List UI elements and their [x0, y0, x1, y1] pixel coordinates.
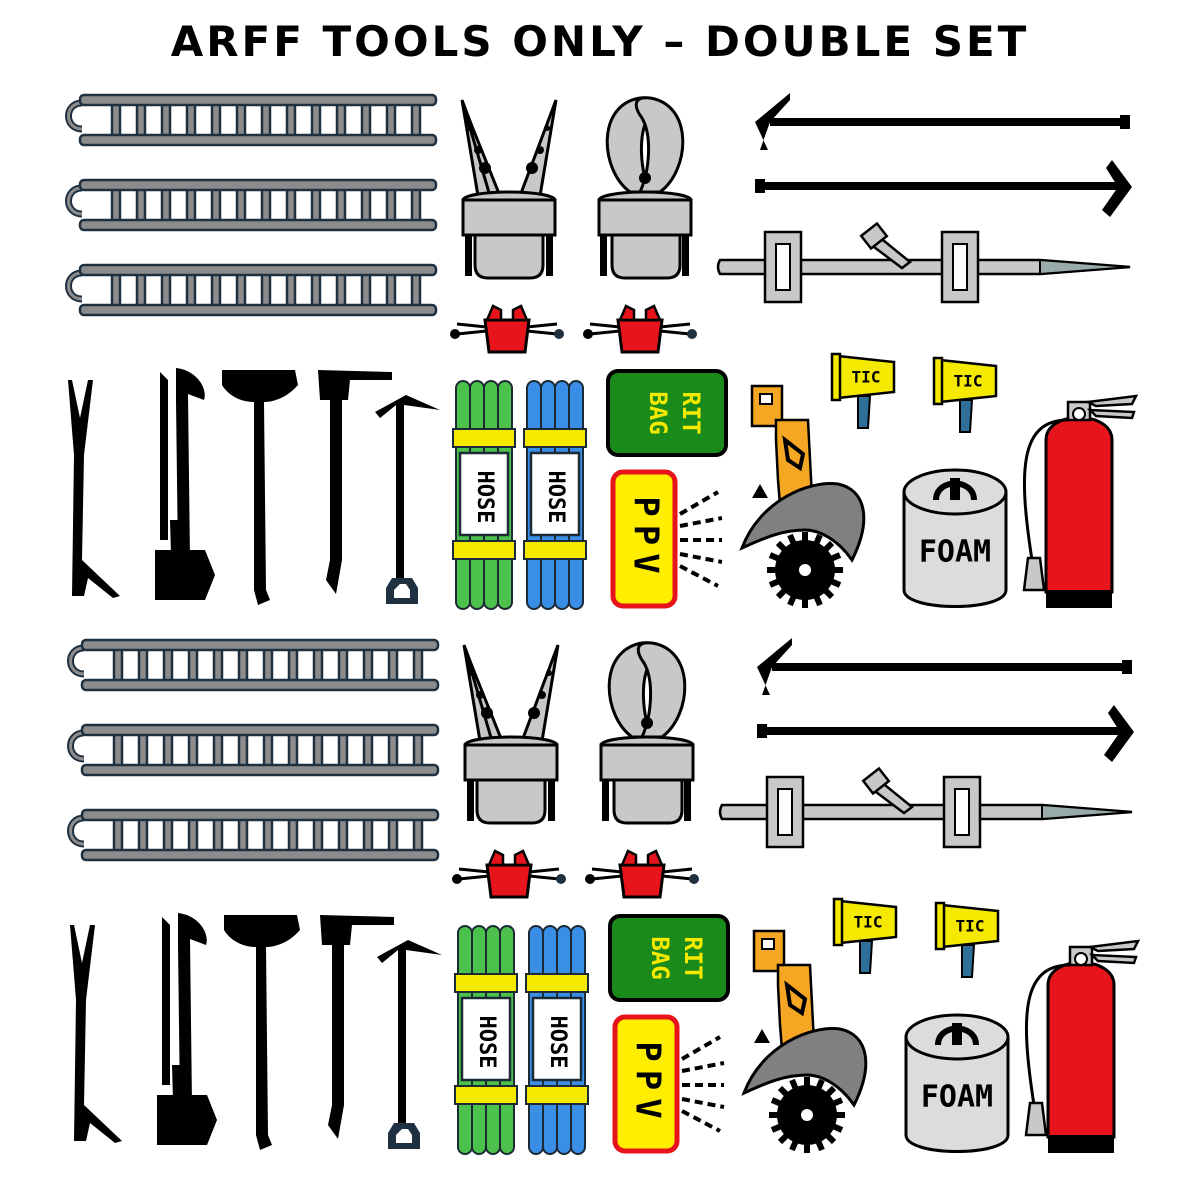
piercing-nozzle-icon	[716, 222, 1132, 304]
hydraulic-cutter-icon	[597, 96, 693, 280]
rit-bag-icon	[606, 369, 728, 457]
fire-extinguisher-icon	[1024, 939, 1140, 1155]
pike-pole-icon	[757, 638, 1132, 695]
hose-green: HOSE	[451, 379, 517, 611]
hose-label: HOSE	[545, 1016, 570, 1069]
tic-label: TIC	[954, 372, 983, 391]
hydraulic-cutter-icon	[599, 641, 695, 825]
hose-label: HOSE	[474, 1016, 499, 1069]
hose-blue: HOSE	[524, 924, 590, 1156]
tic-camera: TIC	[830, 352, 896, 430]
d-handle-icon	[388, 1123, 420, 1149]
ladder-icon	[69, 265, 437, 315]
thermal-camera-icon	[934, 901, 1000, 979]
ppv-label: PPV	[626, 496, 666, 581]
fire-extinguisher-icon	[1022, 394, 1138, 610]
thermal-camera-icon	[832, 897, 898, 975]
tic-label: TIC	[854, 913, 883, 932]
ppv-label: PPV	[628, 1041, 668, 1126]
hose-green: HOSE	[453, 924, 519, 1156]
rit-label-line2: BAG	[646, 936, 674, 979]
lifting-block-icon	[581, 304, 699, 354]
ladders	[69, 95, 437, 315]
rit-bag: RIT BAG	[608, 914, 730, 1002]
tic-camera: TIC	[934, 901, 1000, 979]
lifting-block-icon	[583, 849, 701, 899]
rit-label-line2: BAG	[644, 391, 672, 434]
ladder-icon	[69, 95, 437, 145]
rit-label-line1: RIT	[679, 936, 707, 979]
pike-pole-icon	[755, 160, 1132, 217]
hose-label: HOSE	[472, 471, 497, 524]
tool-set-1: HOSE HOSE RIT BAG PPV TIC	[68, 93, 1138, 611]
thermal-camera-icon	[932, 356, 998, 434]
foam-can: FOAM	[904, 470, 1006, 607]
rit-bag-icon	[608, 914, 730, 1002]
ladder-icon	[69, 180, 437, 230]
page-title: ARFF TOOLS ONLY – DOUBLE SET	[170, 17, 1030, 66]
pike-pole-icon	[755, 93, 1130, 150]
ppv-fan: PPV	[612, 1014, 725, 1154]
ladder-icon	[71, 640, 439, 690]
ladders	[71, 640, 439, 860]
hose-label: HOSE	[543, 471, 568, 524]
ppv-fan-icon	[612, 1014, 680, 1154]
tool-set-2: HOSE HOSE RIT BAG PPV TIC	[70, 638, 1140, 1156]
hydraulic-spreader-icon	[462, 643, 560, 825]
ladder-icon	[71, 725, 439, 775]
tic-camera: TIC	[932, 356, 998, 434]
tic-label: TIC	[852, 368, 881, 387]
lifting-block-icon	[448, 304, 566, 354]
ppv-fan-icon	[610, 469, 678, 609]
foam-label: FOAM	[921, 1080, 993, 1115]
tic-label: TIC	[956, 917, 985, 936]
rescue-saw-icon	[742, 386, 864, 608]
airflow-icon	[678, 490, 723, 588]
rit-label-line1: RIT	[677, 391, 705, 434]
hand-tools-icon	[70, 913, 442, 1150]
ladder-icon	[71, 810, 439, 860]
d-handle-icon	[386, 578, 418, 604]
lifting-block-icon	[450, 849, 568, 899]
pike-pole-icon	[757, 705, 1134, 762]
tic-camera: TIC	[832, 897, 898, 975]
hose-blue: HOSE	[522, 379, 588, 611]
foam-label: FOAM	[919, 535, 991, 570]
rescue-saw-icon	[744, 931, 866, 1153]
thermal-camera-icon	[830, 352, 896, 430]
rit-bag: RIT BAG	[606, 369, 728, 457]
hand-tools-icon	[68, 368, 440, 605]
hydraulic-spreader-icon	[460, 98, 558, 280]
ppv-fan: PPV	[610, 469, 723, 609]
piercing-nozzle-icon	[718, 767, 1134, 849]
foam-can: FOAM	[906, 1015, 1008, 1152]
airflow-icon	[680, 1035, 725, 1133]
